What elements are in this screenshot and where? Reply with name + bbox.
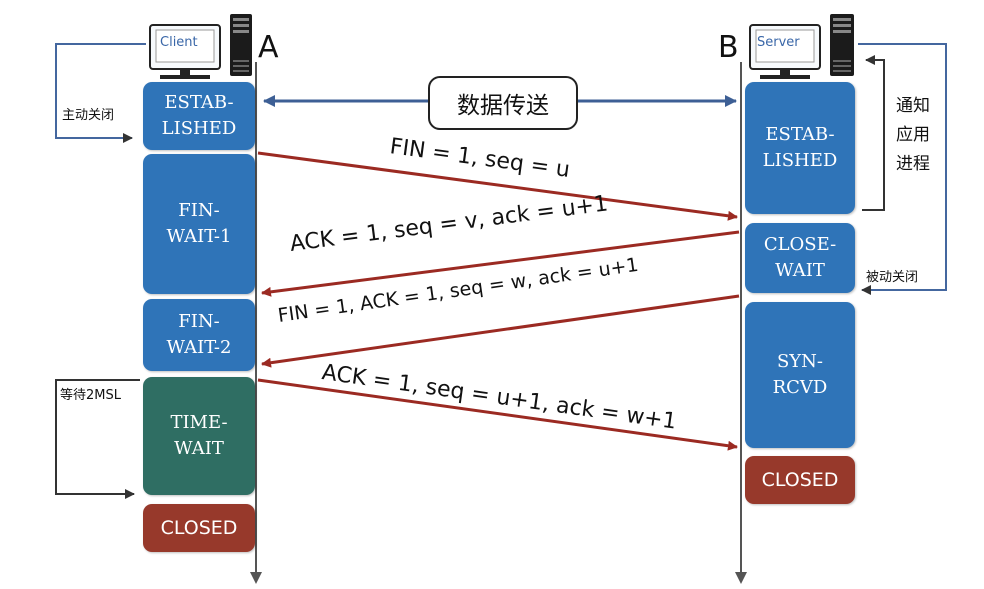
server-state-close-wait: CLOSE- WAIT bbox=[745, 223, 855, 293]
server-state-closed: CLOSED bbox=[745, 456, 855, 504]
server-timeline-arrowhead-icon bbox=[735, 572, 747, 584]
passive-close-bracket bbox=[858, 43, 947, 295]
server-state-syn-rcvd: SYN- RCVD bbox=[745, 302, 855, 448]
client-computer-icon bbox=[149, 14, 252, 79]
notify-app-bracket bbox=[862, 55, 885, 211]
notify-app-label: 通知 应用 进程 bbox=[896, 96, 930, 174]
server-label: Server bbox=[757, 35, 800, 50]
client-letter: A bbox=[258, 30, 279, 65]
data-transfer-label: 数据传送 bbox=[428, 76, 578, 130]
server-computer-icon bbox=[749, 14, 854, 79]
wait-2msl-bracket bbox=[55, 379, 140, 499]
passive-close-label: 被动关闭 bbox=[866, 270, 919, 285]
client-timeline-arrowhead-icon bbox=[250, 572, 262, 584]
ack-arrow bbox=[261, 230, 740, 297]
server-letter: B bbox=[718, 30, 739, 65]
active-close-bracket bbox=[55, 43, 146, 143]
client-state-established: ESTAB- LISHED bbox=[143, 82, 255, 150]
wait-2msl-label: 等待2MSL bbox=[60, 388, 121, 403]
client-label: Client bbox=[160, 35, 198, 50]
server-state-established: ESTAB- LISHED bbox=[745, 82, 855, 214]
client-state-fin-wait-2: FIN- WAIT-2 bbox=[143, 299, 255, 371]
client-state-closed: CLOSED bbox=[143, 504, 255, 552]
client-state-fin-wait-1: FIN- WAIT-1 bbox=[143, 154, 255, 294]
fin-ack-arrow bbox=[261, 294, 740, 368]
final-ack-arrow bbox=[257, 378, 738, 451]
active-close-label: 主动关闭 bbox=[62, 108, 115, 123]
client-state-time-wait: TIME- WAIT bbox=[143, 377, 255, 495]
fin-arrow bbox=[257, 151, 738, 221]
